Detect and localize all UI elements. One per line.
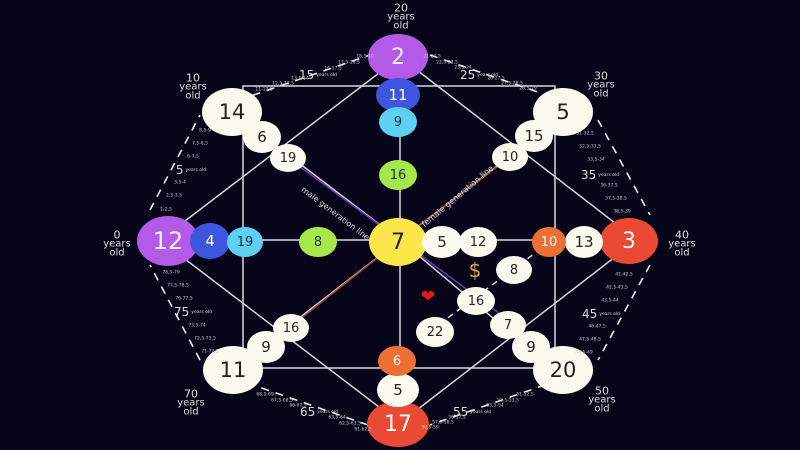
tick-label: 42,5-43,5 (606, 285, 628, 291)
tick-label: 47,5-48,5 (579, 337, 601, 343)
node-top-2[interactable]: 11 (376, 78, 420, 112)
node-left-main[interactable]: 12 (137, 216, 199, 266)
node-topright-3[interactable]: 10 (492, 143, 528, 171)
tick-label: 56-57,5 (448, 415, 466, 421)
node-topleft-3[interactable]: 19 (270, 144, 306, 172)
tick-label: 51-52,5 (516, 392, 534, 398)
tick-label: 72,5-73,5 (194, 336, 216, 342)
tick-label: 73,5-74 (188, 323, 206, 329)
tick-label: 57,5-58,5 (432, 420, 454, 426)
node-center-left[interactable]: 8 (299, 227, 337, 257)
node-bottomleft-3[interactable]: 16 (273, 314, 309, 342)
tick-label: 2,5-3,5 (166, 193, 182, 199)
tick-label: 67,5-68,5 (271, 398, 293, 404)
tick-label: 23,5-24 (454, 65, 472, 71)
node-top-main[interactable]: 2 (368, 34, 428, 80)
node-left-2[interactable]: 4 (190, 223, 230, 259)
tick-label: 37,5-38,5 (605, 196, 627, 202)
node-center-right-2[interactable]: 12 (459, 227, 497, 257)
tick-label: 58,5-59 (421, 425, 439, 431)
tick-label: 12,5-13,5 (272, 81, 294, 87)
tick-label: 3,5-4 (174, 180, 186, 186)
tick-label: 22,5-23,5 (436, 60, 458, 66)
node-right-3[interactable]: 10 (532, 227, 566, 257)
tick-label: 13,5-14 (291, 76, 309, 82)
tick-label: 32,5-33,5 (579, 144, 601, 150)
tick-label: 43,5-44 (601, 298, 619, 304)
tick-label: 71-72,5 (201, 349, 219, 355)
tick-label: 33,5-34 (587, 157, 605, 163)
tick-label: 11-12,5 (255, 87, 273, 93)
node-right-main[interactable]: 3 (600, 218, 658, 264)
tick-label: 17,5-18,5 (338, 60, 360, 66)
tick-label: 28,5-29 (519, 86, 537, 92)
node-love-1[interactable]: 22 (416, 317, 454, 347)
tick-label: 77,5-78,5 (167, 283, 189, 289)
tick-label: 53,5-54 (486, 403, 504, 409)
node-bottom-main[interactable]: 17 (367, 401, 429, 447)
tick-label: 38,5-39 (613, 209, 631, 215)
tick-label: 41-42,5 (615, 272, 633, 278)
heart-icon: ❤ (420, 287, 436, 307)
tick-label: 48,5-49 (575, 350, 593, 356)
tick-label: 46-47,5 (588, 324, 606, 330)
tick-label: 61-62,5 (354, 427, 372, 433)
tick-label: 68,5-69 (256, 392, 274, 398)
tick-label: 16-17,5 (324, 66, 342, 72)
dollar-icon: $ (468, 258, 482, 282)
tick-label: 66-67,5 (289, 403, 307, 409)
node-center-right-1[interactable]: 5 (422, 226, 462, 258)
node-center[interactable]: 7 (369, 218, 427, 266)
node-bottomright-3[interactable]: 7 (490, 311, 526, 339)
node-bottom-2[interactable]: 5 (377, 373, 419, 407)
node-bottom-3[interactable]: 6 (378, 346, 416, 376)
node-center-up[interactable]: 16 (379, 160, 417, 190)
tick-label: 21-22,5 (423, 54, 441, 60)
node-money-2[interactable]: 16 (457, 287, 495, 315)
tick-label: 8,5-9 (199, 128, 211, 134)
tick-label: 36-37,5 (600, 183, 618, 189)
tick-label: 7,5-8,5 (192, 141, 208, 147)
tick-label: 1-2,5 (160, 207, 172, 213)
tick-label: 26-27,5 (487, 76, 505, 82)
node-left-3[interactable]: 19 (227, 227, 263, 257)
node-top-3[interactable]: 9 (379, 107, 417, 137)
tick-label: 63,5-64 (328, 415, 346, 421)
node-right-2[interactable]: 13 (565, 226, 603, 258)
tick-label: 18,5-19 (356, 54, 374, 60)
tick-label: 78,5-79 (162, 270, 180, 276)
node-money-1[interactable]: 8 (496, 256, 532, 284)
tick-label: 76-77,5 (175, 296, 193, 302)
tick-label: 27,5-28,5 (501, 81, 523, 87)
tick-label: 6-7,5 (187, 154, 199, 160)
tick-label: 31-32,5 (576, 131, 594, 137)
tick-label: 52,5-53,5 (497, 398, 519, 404)
tick-label: 62,5-63,5 (339, 421, 361, 427)
